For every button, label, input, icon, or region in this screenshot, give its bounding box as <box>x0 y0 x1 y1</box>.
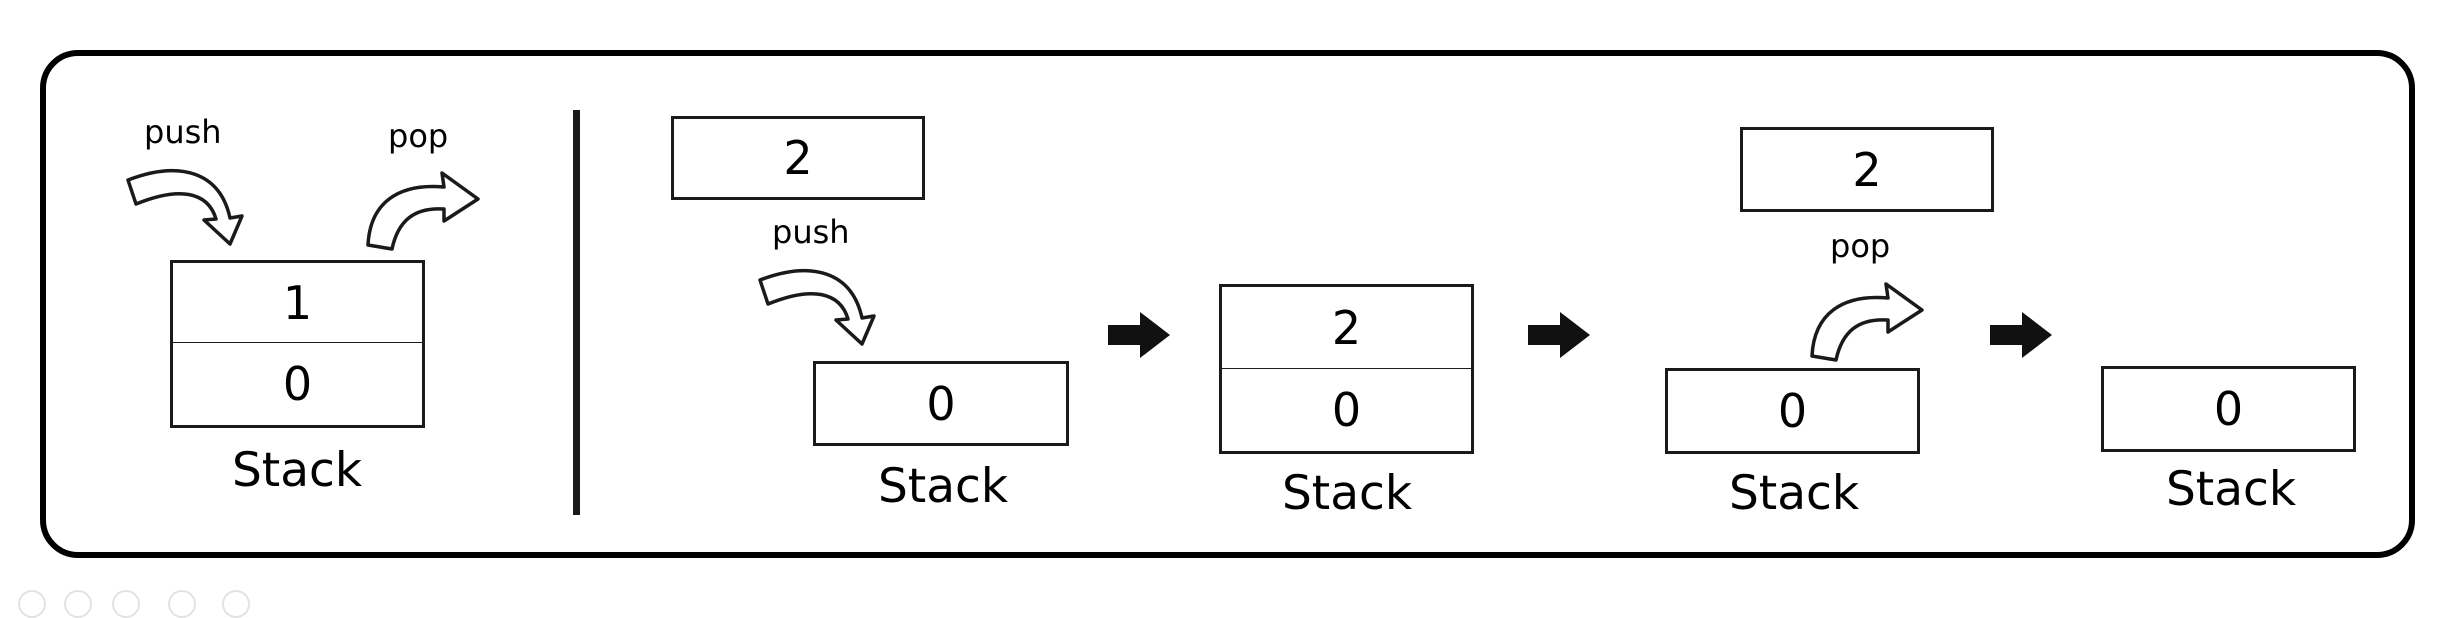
legend-stack-bottom-cell: 0 <box>170 342 425 428</box>
step4-stack-label: Stack <box>2165 462 2297 517</box>
legend-pop-label: pop <box>388 117 449 155</box>
step3-pop-arrow-icon <box>1810 282 1924 362</box>
next-step-arrow-icon <box>1108 312 1170 358</box>
step1-push-label: push <box>772 213 850 251</box>
next-step-arrow-icon <box>1528 312 1590 358</box>
slide-control-circle <box>64 590 92 618</box>
step2-stack-top-cell: 2 <box>1219 284 1474 370</box>
step3-pop-label: pop <box>1830 227 1891 265</box>
step3-stack-label: Stack <box>1728 466 1860 521</box>
legend-stack-top-cell: 1 <box>170 260 425 344</box>
slide-control-circle <box>112 590 140 618</box>
step1-floating-item: 2 <box>671 116 925 200</box>
step1-push-arrow-icon <box>758 268 876 346</box>
slide-control-circle <box>222 590 250 618</box>
slide-control-circle <box>168 590 196 618</box>
step3-stack-cell: 0 <box>1665 368 1920 454</box>
legend-stack-label: Stack <box>231 443 363 498</box>
push-arrow-icon <box>126 168 244 246</box>
step1-stack-cell: 0 <box>813 361 1069 446</box>
slide-control-circle <box>18 590 46 618</box>
step1-stack-label: Stack <box>877 459 1009 514</box>
next-step-arrow-icon <box>1990 312 2052 358</box>
step3-floating-item: 2 <box>1740 127 1994 212</box>
step2-stack-bottom-cell: 0 <box>1219 368 1474 454</box>
pop-arrow-icon <box>366 171 480 251</box>
legend-push-label: push <box>144 113 222 151</box>
step2-stack-label: Stack <box>1281 466 1413 521</box>
panel-divider <box>573 110 580 515</box>
step4-stack-cell: 0 <box>2101 366 2356 452</box>
